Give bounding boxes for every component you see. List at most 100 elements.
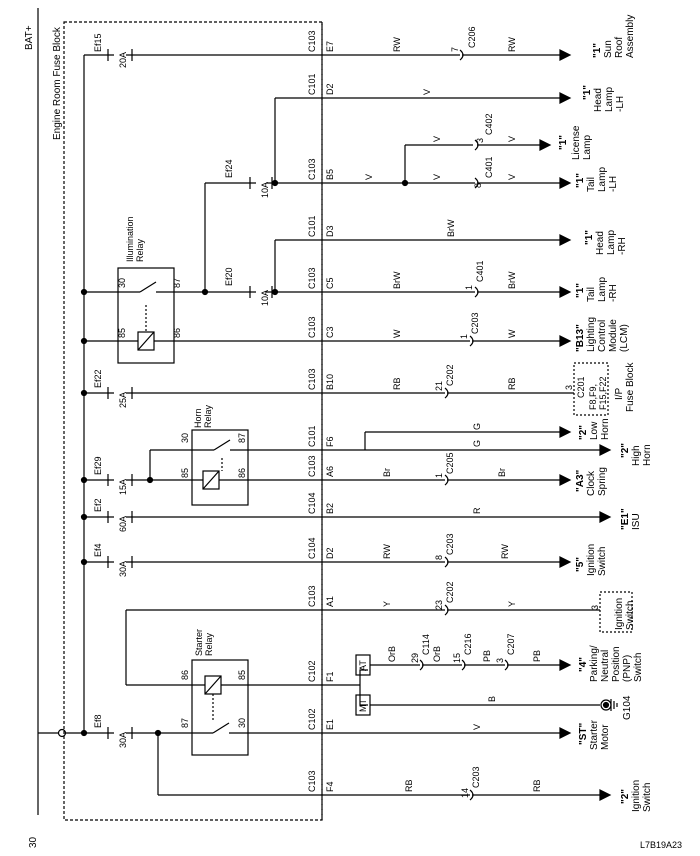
relay-pin: 86	[180, 670, 190, 680]
relay-label: Horn	[193, 408, 203, 428]
conn-label: C203	[471, 766, 481, 788]
pin-label: 1	[459, 334, 469, 339]
relay-label: Relay	[204, 632, 214, 656]
figure-id: L7B19A23	[640, 840, 682, 850]
conn-label: C103	[307, 158, 317, 180]
arrow-icon	[599, 789, 612, 801]
conn-label: C114	[421, 634, 431, 655]
conn-label: C216	[463, 633, 473, 655]
relay-pin: 85	[180, 468, 190, 478]
dest-label: (PNP)	[622, 655, 633, 682]
dest-pin: "2"	[620, 443, 631, 458]
relay-pin: 87	[172, 278, 182, 288]
dest-label: Lamp	[597, 167, 608, 192]
fuse-block-title: Engine Room Fuse Block	[52, 26, 63, 140]
fuse-ef22-symbol	[107, 387, 133, 399]
pin-label: 3	[475, 138, 485, 143]
conn-label: C104	[307, 537, 317, 559]
cavity-label: E7	[325, 41, 335, 52]
conn-label: C104	[307, 492, 317, 514]
wire-color: PB	[532, 650, 542, 662]
dest-pin: "1"	[584, 230, 595, 245]
conn-label: C101	[307, 215, 317, 237]
arrow-icon	[559, 426, 572, 438]
dest-pin: "2"	[578, 425, 589, 440]
cavity-label: C5	[325, 277, 335, 289]
horn-relay-box	[191, 429, 249, 506]
dest-label: -RH	[608, 284, 619, 302]
wire-color: Br	[497, 468, 507, 477]
wire-color: RW	[382, 544, 392, 559]
dest-label: License	[571, 125, 582, 160]
dest-label: Roof	[614, 37, 625, 58]
fuse-ef20-name: Ef20	[224, 267, 234, 286]
fuse-ef15-name: Ef15	[93, 33, 103, 52]
dest-label: Parking/	[589, 645, 600, 682]
dest-pin: "1"	[575, 173, 586, 188]
dest-label: Switch	[625, 601, 636, 630]
wire-color: R	[472, 507, 482, 514]
pin-label: 14	[460, 788, 470, 798]
wire-color: RW	[392, 37, 402, 52]
dest-pin: "ST"	[578, 722, 589, 745]
cavity-label: A1	[325, 596, 335, 607]
fuse-ef4-symbol	[107, 556, 133, 568]
fuse-ef20-amp: 10A	[260, 290, 270, 306]
dest-label: Switch	[642, 783, 653, 812]
fuse-ef22-name: Ef22	[93, 369, 103, 388]
fuse-ef2-amp: 60A	[118, 516, 128, 532]
wire-color: V	[432, 174, 442, 180]
dest-label: (LCM)	[619, 324, 630, 352]
dest-label: Horn	[600, 418, 611, 440]
fuse-ef29-name: Ef29	[93, 456, 103, 475]
dest-label: Motor	[600, 724, 611, 750]
dest-pin: "2"	[620, 789, 631, 804]
dest-label: Head	[593, 88, 604, 112]
relay-label: Illumination	[125, 216, 135, 262]
arrow-icon	[539, 139, 552, 151]
relay-label: Starter	[194, 629, 204, 656]
wire-color: V	[422, 89, 432, 95]
conn-label: C103	[307, 455, 317, 477]
wire-color: V	[507, 174, 517, 180]
wire-color: G	[472, 423, 482, 430]
wire-color: W	[392, 329, 402, 338]
fuse-ef29-amp: 15A	[118, 479, 128, 495]
ground-label: G104	[622, 695, 633, 720]
conn-label: C203	[445, 533, 455, 555]
wire-color: RB	[392, 377, 402, 390]
dest-pin: "A3"	[575, 469, 586, 492]
conn-label: C103	[307, 585, 317, 607]
dest-pin: "B13"	[575, 324, 586, 352]
cavity-label: D2	[325, 547, 335, 559]
pin-label: 23	[434, 600, 444, 610]
ground-dot	[602, 701, 610, 709]
dest-label: Ignition	[631, 780, 642, 812]
relay-pin: 85	[237, 670, 247, 680]
dest-label: Switch	[597, 547, 608, 576]
dest-label: Tail	[586, 287, 597, 302]
dest-label: Clock	[586, 470, 597, 496]
relay-label: Relay	[203, 404, 213, 428]
fuse-ef4-name: Ef4	[93, 543, 103, 557]
pin-label: 3	[564, 385, 574, 390]
wire-color: V	[432, 136, 442, 142]
conn-label: C402	[484, 113, 494, 135]
conn-label: C103	[307, 770, 317, 792]
pin-label: 3	[495, 658, 505, 663]
dest-label: Fuse Block	[625, 362, 636, 412]
dest-label: Neutral	[600, 650, 611, 682]
dest-pin: "1"	[575, 283, 586, 298]
fuse-block-border	[63, 21, 323, 821]
coil-slash	[202, 470, 220, 490]
fuse-ef15-symbol	[107, 49, 133, 61]
dest-label: ISU	[631, 513, 642, 530]
conn-label: C103	[307, 267, 317, 289]
arrow-icon	[559, 556, 572, 568]
relay-pin: 30	[237, 718, 247, 728]
illumination-relay-box	[117, 267, 175, 364]
wire-color: BrW	[392, 271, 402, 289]
coil-slash	[137, 331, 155, 351]
fuse-list: F8,F9,	[588, 384, 598, 410]
